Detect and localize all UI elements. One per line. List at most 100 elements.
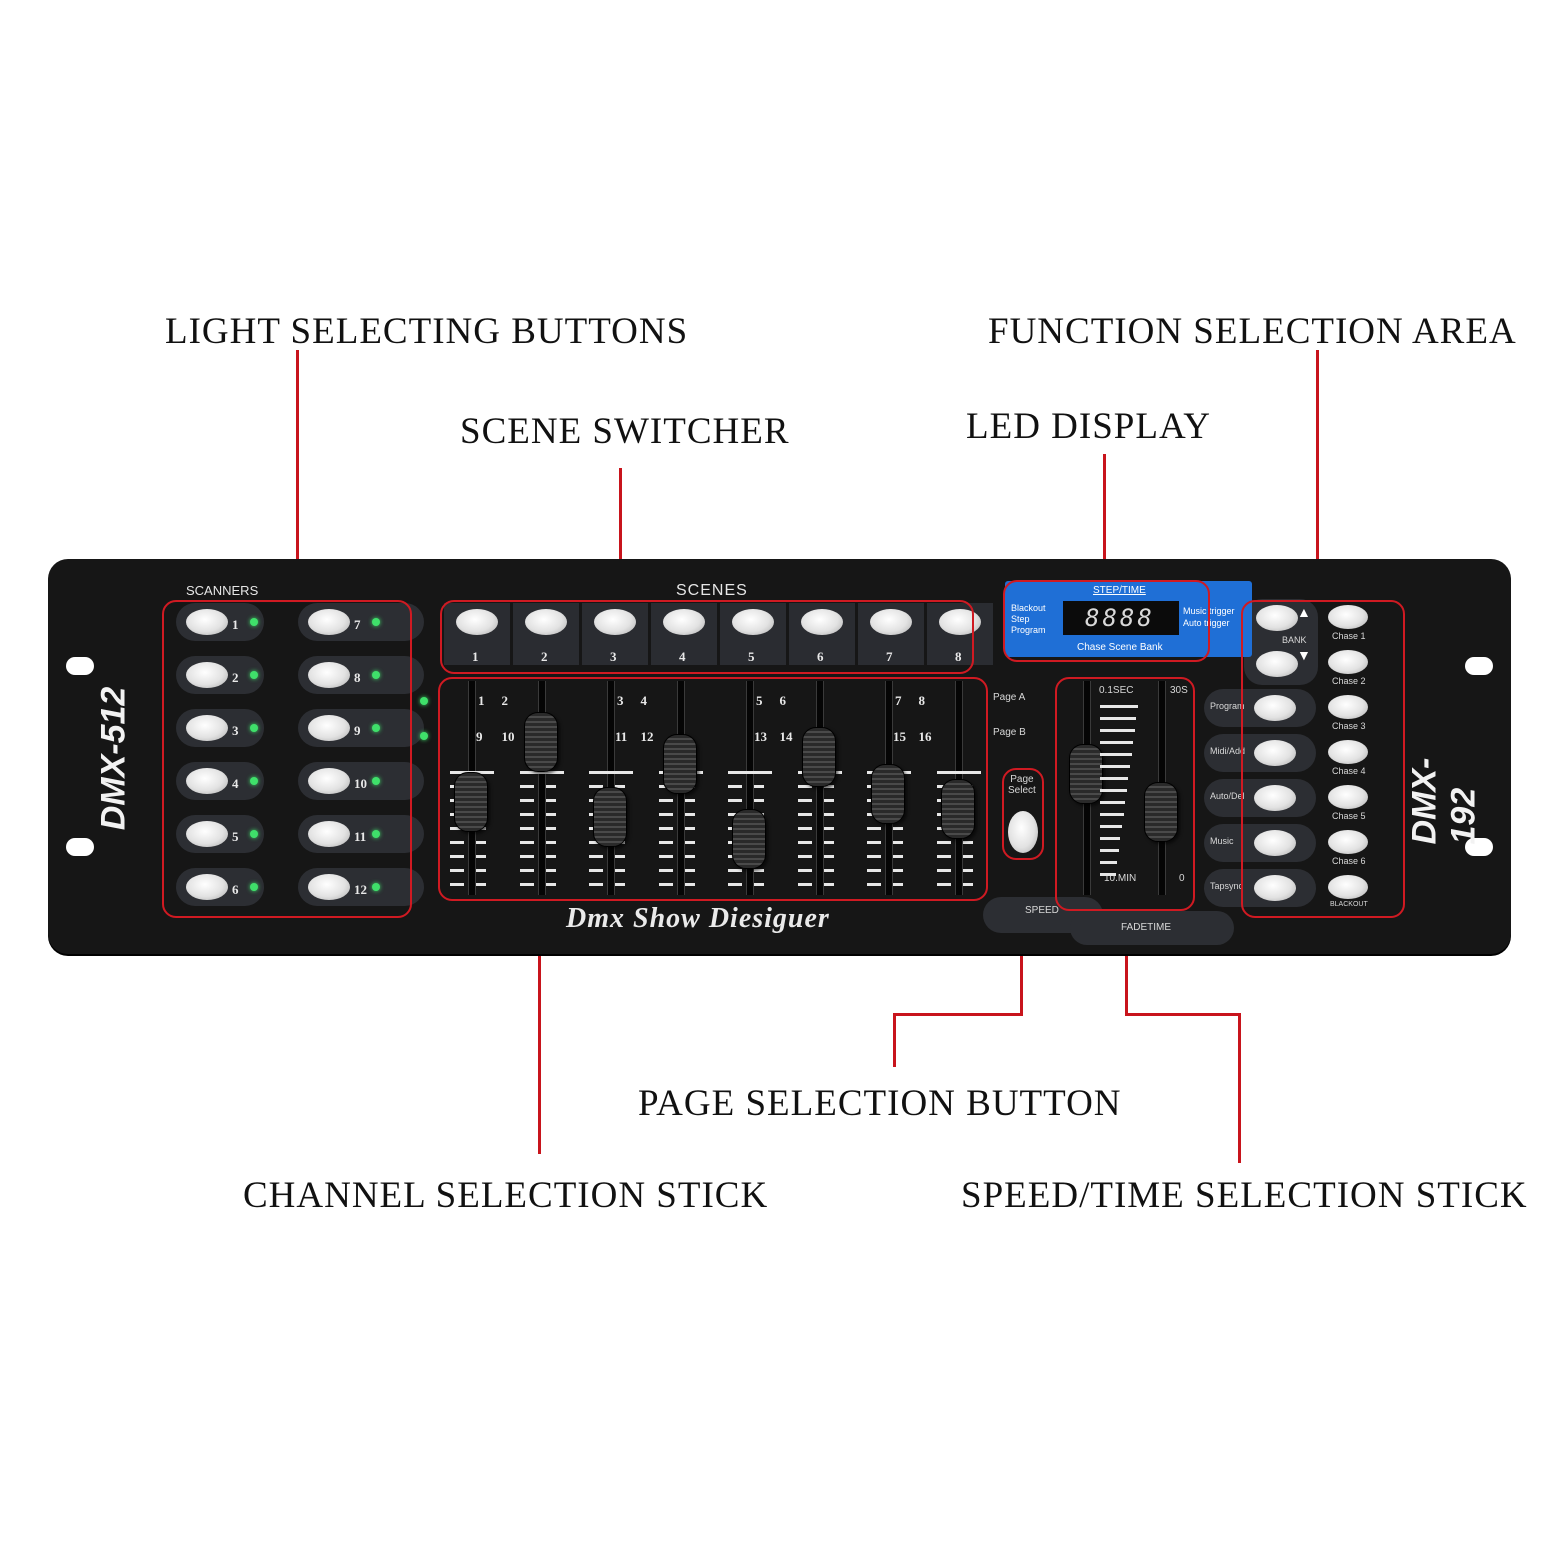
fader-tick	[867, 827, 881, 830]
scanner-button-7[interactable]	[308, 609, 350, 635]
scanner-button-12[interactable]	[308, 874, 350, 900]
fader-tick	[615, 771, 633, 774]
fadetime-fader-knob[interactable]	[1144, 781, 1178, 842]
scanner-button-6[interactable]	[186, 874, 228, 900]
scene-number: 3	[610, 649, 617, 664]
channel-fader-knob-6[interactable]	[801, 726, 836, 787]
channel-number: 14	[779, 729, 793, 744]
channel-number: 12	[640, 729, 654, 744]
fader-tick	[936, 883, 951, 886]
scanner-number: 8	[354, 670, 361, 685]
leader-line	[893, 1013, 896, 1067]
fader-tick	[962, 771, 981, 774]
scene-number: 1	[472, 649, 479, 664]
channel-fader-knob-8[interactable]	[940, 779, 975, 839]
chase-button-1[interactable]	[1328, 605, 1368, 629]
chase-button-5[interactable]	[1328, 785, 1368, 809]
speed-fader-knob[interactable]	[1069, 744, 1103, 804]
fader-tick	[797, 799, 812, 802]
model-left: DMX-512	[94, 686, 133, 831]
function-button-4[interactable]	[1254, 830, 1296, 856]
scene-button-1[interactable]	[456, 609, 498, 635]
channel-selection-box	[438, 677, 988, 901]
chase-label: Chase 1	[1332, 631, 1366, 641]
channel-fader-knob-5[interactable]	[732, 809, 766, 869]
fader-tick	[754, 869, 764, 872]
fader-tick	[476, 883, 486, 886]
function-button-3[interactable]	[1254, 785, 1296, 811]
scanner-led	[372, 830, 380, 838]
bank-down-button[interactable]	[1256, 651, 1298, 677]
scanner-number: 9	[354, 723, 361, 738]
scene-button-4[interactable]	[663, 609, 705, 635]
fader-tick	[476, 771, 494, 774]
scene-button-2[interactable]	[525, 609, 567, 635]
function-button-1[interactable]	[1254, 695, 1296, 721]
scene-button-7[interactable]	[870, 609, 912, 635]
function-button-5[interactable]	[1254, 875, 1296, 901]
fadetime-label: FADETIME	[1121, 922, 1172, 933]
chase-button-4[interactable]	[1328, 740, 1368, 764]
speed-tick	[1100, 849, 1119, 852]
scene-button-3[interactable]	[594, 609, 636, 635]
bank-up-button[interactable]	[1256, 605, 1298, 631]
channel-fader-knob-7[interactable]	[871, 764, 905, 824]
seven-segment-display: 8888	[1063, 601, 1179, 635]
fader-tick	[519, 799, 534, 802]
fader-tick	[893, 869, 903, 872]
speed-tick	[1100, 813, 1124, 816]
function-button-2[interactable]	[1254, 740, 1296, 766]
model-right: DMX-192	[1405, 757, 1483, 845]
scanner-button-2[interactable]	[186, 662, 228, 688]
fader-tick	[893, 827, 903, 830]
fader-tick	[545, 841, 556, 844]
fader-tick	[797, 785, 812, 788]
channel-fader-knob-2[interactable]	[523, 711, 558, 772]
channel-fader-knob-1[interactable]	[454, 771, 488, 832]
chase-button-3[interactable]	[1328, 695, 1368, 719]
fader-tick	[684, 799, 695, 802]
scene-number: 8	[955, 649, 962, 664]
function-label: Tapsync	[1210, 881, 1244, 891]
chase-button-6[interactable]	[1328, 830, 1368, 854]
fader-tick	[658, 827, 673, 830]
scanner-button-11[interactable]	[308, 821, 350, 847]
step-time-label: STEP/TIME	[1093, 585, 1146, 596]
scanner-led	[250, 777, 258, 785]
scanner-button-4[interactable]	[186, 768, 228, 794]
fader-tick	[589, 869, 603, 872]
fader-tick	[658, 855, 673, 858]
fader-tick	[797, 855, 812, 858]
speed-label: SPEED	[1025, 905, 1059, 916]
callout-speed-time: SPEED/TIME SELECTION STICK	[961, 1175, 1528, 1216]
chase-button-2[interactable]	[1328, 650, 1368, 674]
leader-line	[1125, 1013, 1241, 1016]
scanner-button-3[interactable]	[186, 715, 228, 741]
scene-button-5[interactable]	[732, 609, 774, 635]
scanner-button-10[interactable]	[308, 768, 350, 794]
leader-line	[1316, 350, 1319, 602]
scene-button-6[interactable]	[801, 609, 843, 635]
scanner-button-1[interactable]	[186, 609, 228, 635]
fader-tick	[823, 841, 834, 844]
fader-tick	[728, 869, 742, 872]
channel-number: 6	[779, 693, 787, 708]
fader-tick	[658, 841, 673, 844]
fader-tick	[519, 785, 534, 788]
fader-tick	[476, 855, 486, 858]
chase-label: Chase 2	[1332, 676, 1366, 686]
scanner-button-9[interactable]	[308, 715, 350, 741]
fader-tick	[476, 841, 486, 844]
chase-button-7[interactable]	[1328, 875, 1368, 899]
channel-fader-knob-3[interactable]	[593, 786, 627, 847]
fader-tick	[589, 883, 603, 886]
channel-fader-knob-4[interactable]	[662, 734, 697, 794]
scanner-button-8[interactable]	[308, 662, 350, 688]
fader-tick	[519, 841, 534, 844]
scanners-label: SCANNERS	[186, 583, 259, 598]
scanner-button-5[interactable]	[186, 821, 228, 847]
fader-tick	[519, 883, 534, 886]
mount-hole	[1465, 838, 1493, 856]
fader-tick	[823, 883, 834, 886]
function-selection-box	[1241, 600, 1405, 918]
